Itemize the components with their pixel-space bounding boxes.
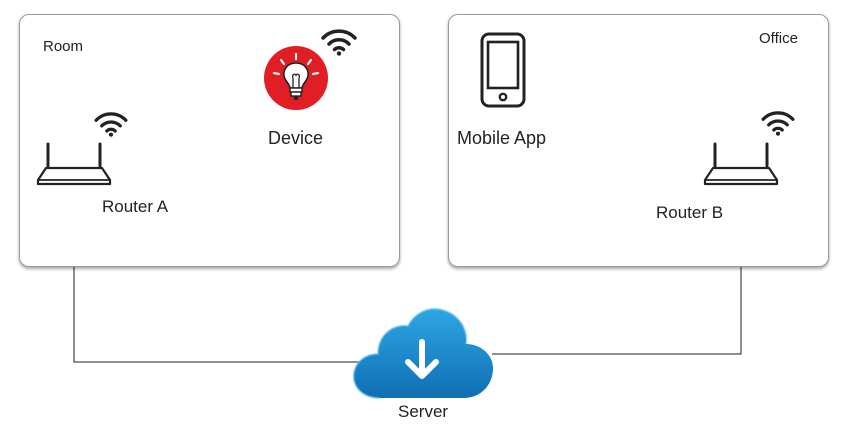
router-b-icon: [703, 142, 779, 186]
router-b-label: Router B: [656, 203, 724, 222]
cloud-download-icon: [352, 308, 494, 399]
office-label: Office: [759, 30, 798, 47]
wifi-icon: [94, 112, 128, 137]
server-label: Server: [398, 402, 449, 421]
wifi-icon: [321, 29, 357, 56]
router-a-label: Router A: [102, 197, 169, 216]
room-label: Room: [43, 38, 84, 55]
device-label: Device: [268, 128, 324, 148]
router-a-icon: [36, 142, 112, 186]
wifi-icon: [761, 111, 795, 136]
smartphone-icon: [480, 32, 526, 108]
mobile-app-label: Mobile App: [457, 128, 547, 148]
room-panel: [19, 14, 400, 267]
lightbulb-icon: [264, 46, 328, 110]
